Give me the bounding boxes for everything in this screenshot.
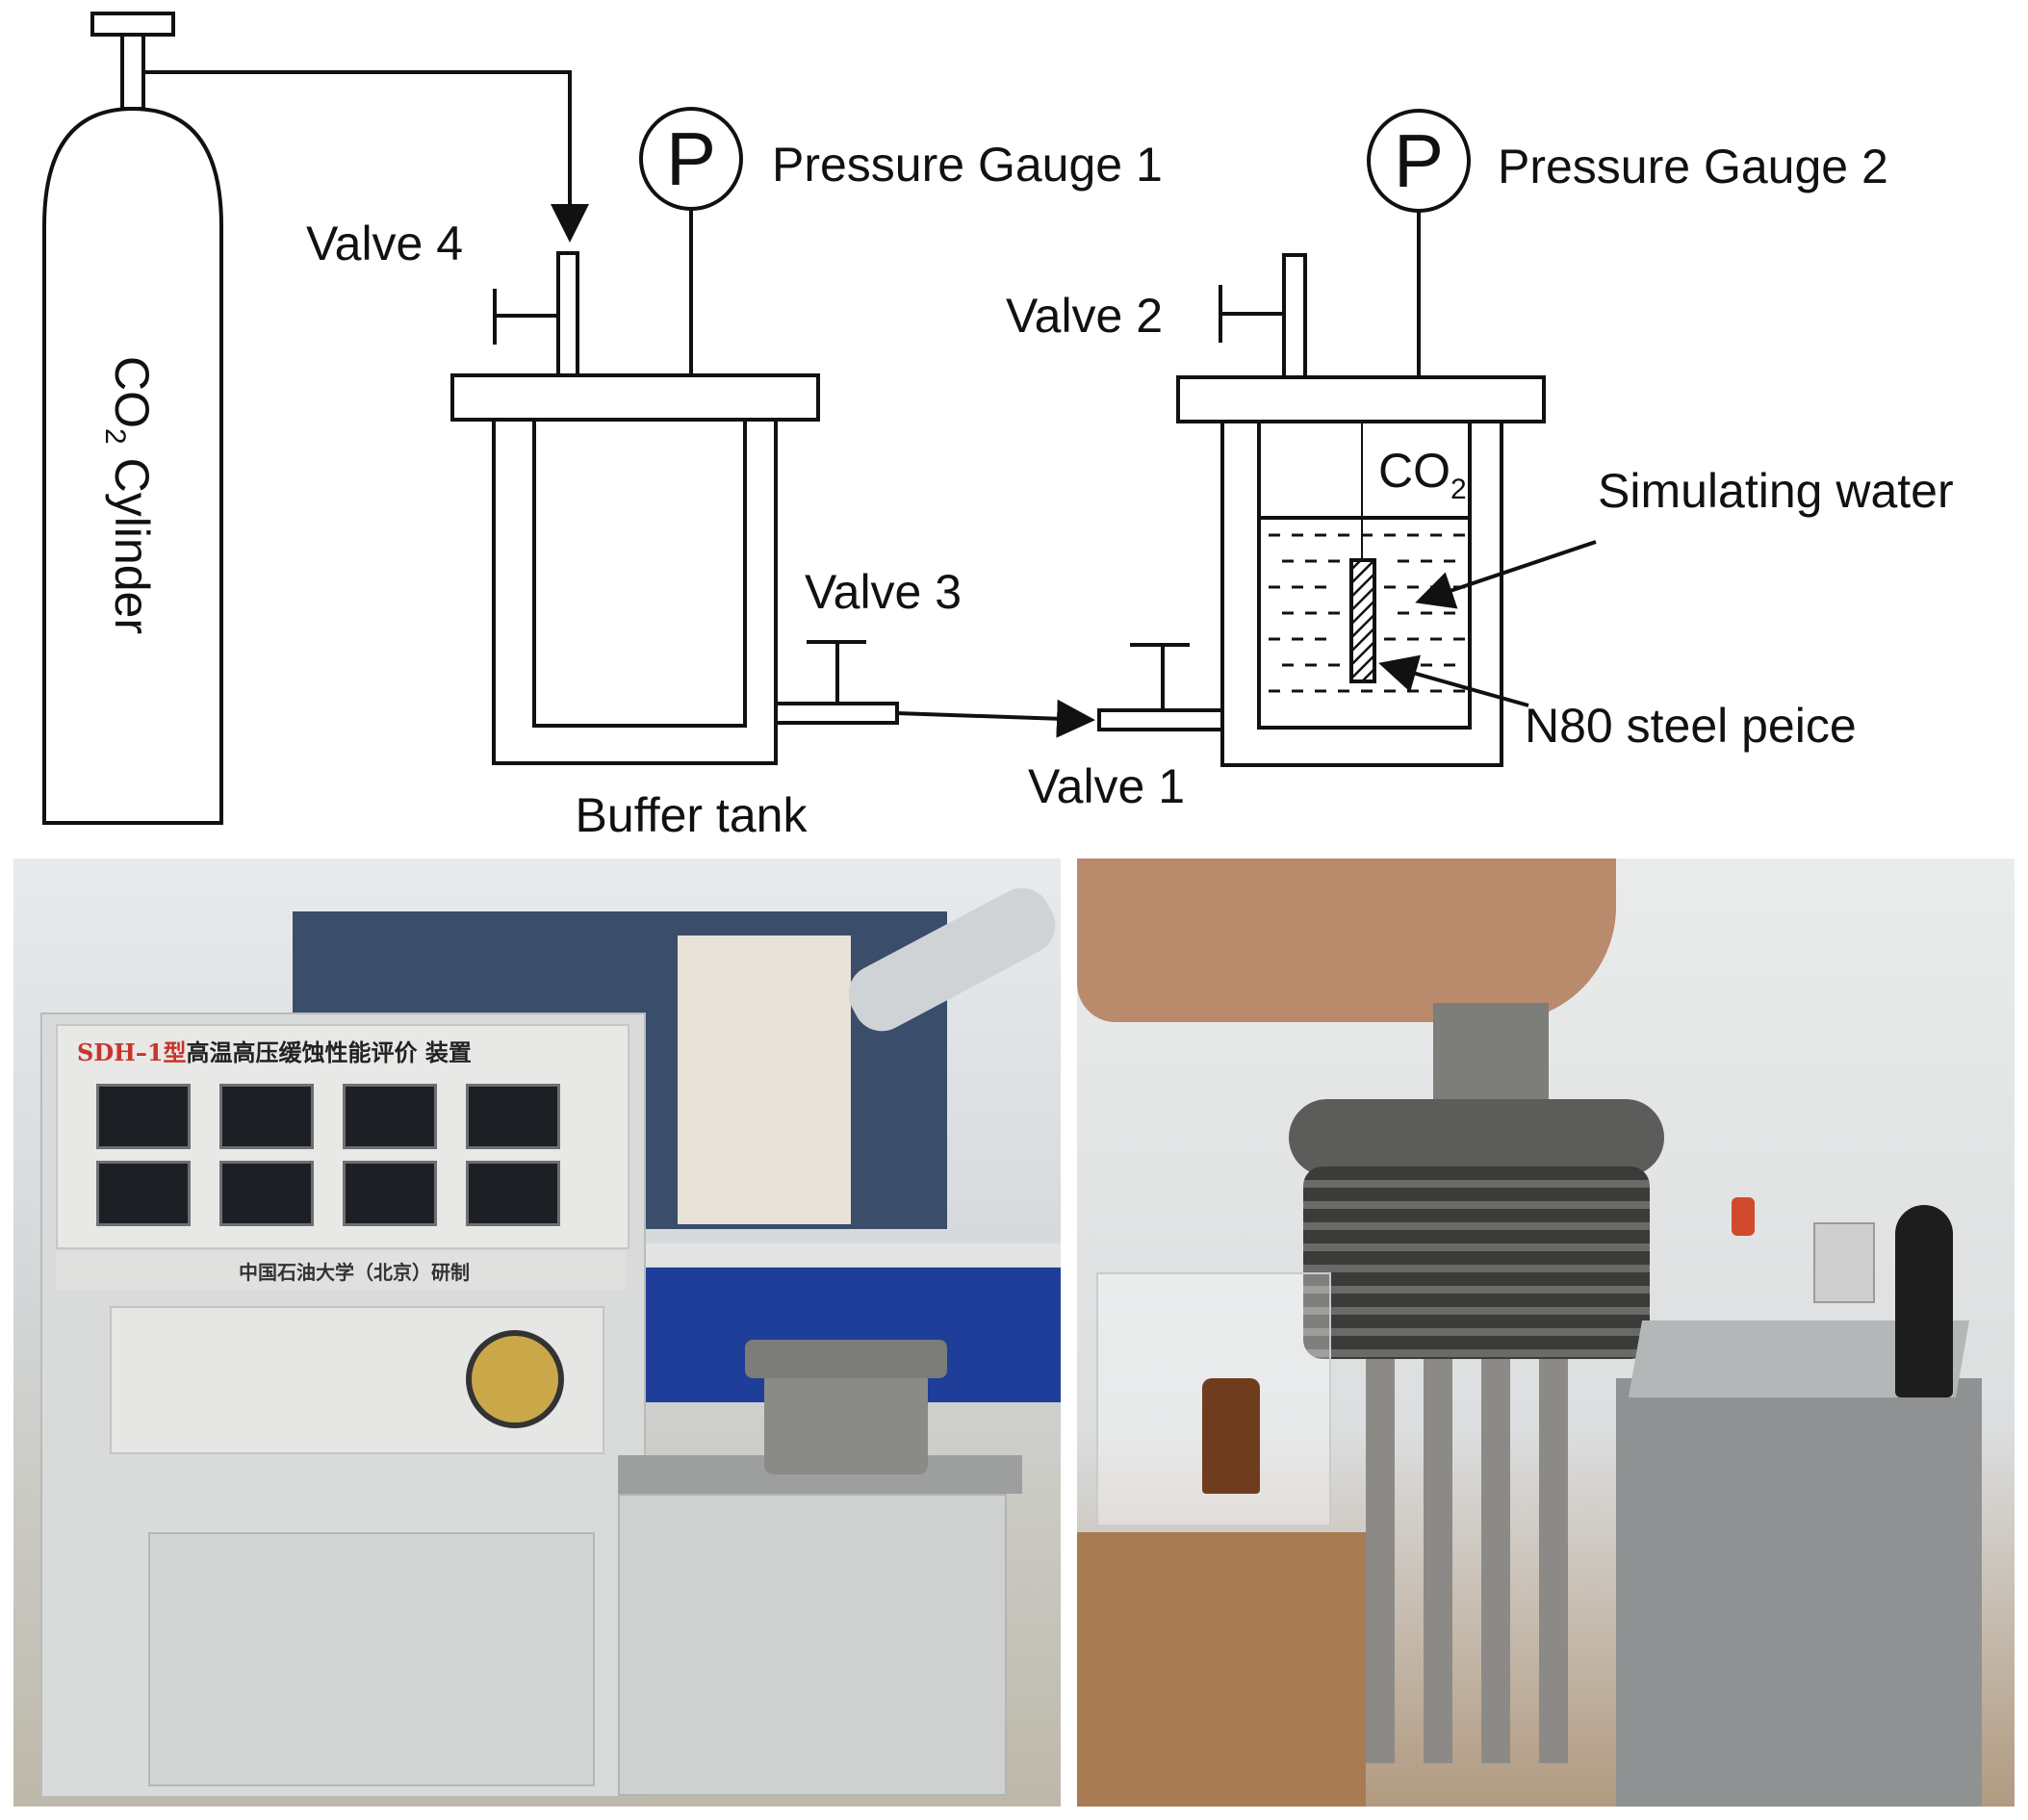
front-panel: SDH–1型高温高压缓蚀性能评价 装置 [56,1024,629,1249]
threaded-body [1303,1166,1650,1359]
valve-4 [493,251,579,377]
valve-4-label: Valve 4 [306,217,463,270]
shelf [639,1243,1061,1267]
controller-grid [96,1084,597,1228]
pressure-gauge-1 [639,107,743,375]
valve-1-label: Valve 1 [1028,759,1185,813]
wooden-cabinet [1077,1532,1366,1807]
valve-3 [774,640,899,725]
hand [1077,859,1616,1022]
transfer-line [896,699,1095,738]
valve-2-label: Valve 2 [1006,289,1163,343]
co2-supply-line [143,70,589,243]
simulating-water-label: Simulating water [1598,464,1954,518]
chemical-bottle [1202,1378,1260,1494]
temperature-controller [466,1084,560,1149]
pressure-gauge-1-label: Pressure Gauge 1 [772,138,1163,192]
temperature-controller [343,1084,437,1149]
valve-3-label: Valve 3 [805,565,962,619]
experimental-setup-schematic: CO2 Cylinder Valve 4 P Pressure Gauge 1 … [42,12,1954,842]
cylinder-label: CO2 Cylinder [99,356,159,634]
reaction-vessel [1176,375,1546,767]
panel-model: SDH–1型 [77,1038,187,1066]
panel-title: SDH–1型高温高压缓蚀性能评价 装置 [77,1034,472,1067]
maker-text: 中国石油大学（北京）研制 [239,1261,470,1284]
buffer-tank-label: Buffer tank [576,788,809,842]
temperature-controller [219,1161,314,1226]
autoclave [764,1369,928,1474]
autoclave-lid [745,1340,947,1378]
right-cabinet [618,1494,1007,1796]
temperature-controller [343,1161,437,1226]
specimen-rods [1366,1359,1578,1763]
cylinder-label-main: CO [105,356,159,428]
pressure-gauge-2-symbol: P [1394,118,1444,203]
buffer-tank [450,373,820,765]
cylinder-label-rest: Cylinder [105,445,159,634]
apparatus-photo: SDH–1型高温高压缓蚀性能评价 装置 中国石油大学（北京）研制 [13,859,1061,1807]
valve-2 [1219,253,1307,379]
steel-piece-label: N80 steel peice [1525,699,1857,753]
panel-name: 高温高压缓蚀性能评价 装置 [186,1038,472,1066]
temperature-controller [96,1084,191,1149]
temperature-controller [96,1161,191,1226]
valve-1 [1097,643,1224,731]
temperature-controller [466,1161,560,1226]
pressure-gauge-2 [1367,109,1471,377]
co2-gas-main: CO [1378,444,1450,498]
steel-piece-pointer [1378,654,1529,707]
co2-gas-sub: 2 [1450,474,1467,505]
pressure-dial [466,1330,564,1428]
pressure-gauge-2-label: Pressure Gauge 2 [1498,140,1888,193]
gas-cylinder [1895,1205,1953,1397]
n80-steel-piece [1349,558,1376,683]
cylinder-label-sub: 2 [99,428,131,445]
temperature-controller [219,1084,314,1149]
maker-plate: 中国石油大学（北京）研制 [56,1251,626,1290]
curtain [678,936,851,1224]
left-cabinet-door [148,1532,595,1786]
vessel-lid [1289,1099,1664,1176]
alarm-unit [1732,1197,1755,1236]
co2-gas-label: CO2 [1378,444,1467,505]
pressure-gauge-1-symbol: P [666,116,716,201]
wall-box [1813,1222,1875,1303]
test-chamber [1616,1378,1982,1807]
simulating-water-pointer [1415,540,1597,609]
specimen-holder-photo [1077,859,2015,1807]
simulating-water-fill [1269,533,1465,693]
